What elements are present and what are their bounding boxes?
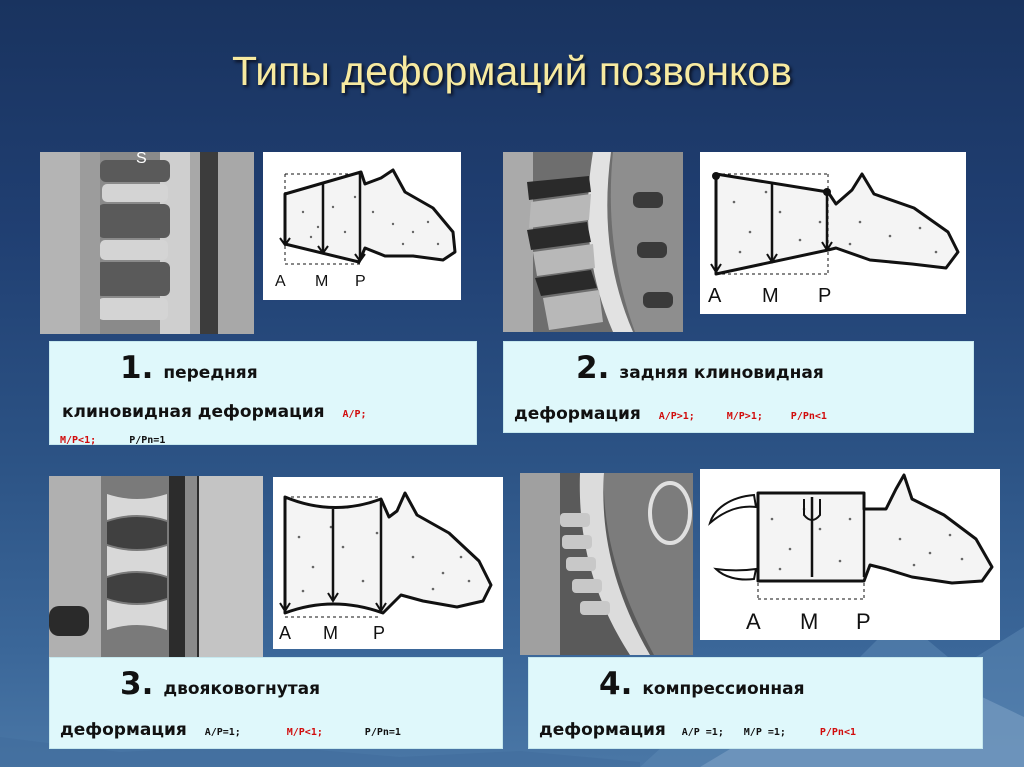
caption-box-3: 3. двояковогнутая деформация A/P=1; M/P<1… [49, 657, 503, 749]
caption-type: двояковогнутая [163, 679, 321, 699]
caption-number: 3. [120, 666, 154, 702]
caption-box-4: 4. компрессионная деформация A/P =1; M/P … [528, 657, 983, 749]
ratio-ap: A/P>1; [658, 411, 695, 422]
drawing-label-p: P [355, 273, 366, 290]
drawing-label-m: M [762, 285, 779, 307]
ratio-ppn: P/Pn=1 [364, 727, 401, 738]
ratio-mp: M/P<1; [60, 435, 97, 446]
caption-number: 4. [599, 666, 633, 702]
vertebra-drawing-4: A M P [700, 469, 1000, 640]
vertebra-drawing-2: A M P [700, 152, 966, 314]
caption-type: передняя [163, 363, 258, 383]
drawing-label-a: A [279, 623, 291, 643]
slide-title: Типы деформаций позвонков [231, 48, 793, 94]
drawing-label-m: M [800, 609, 818, 634]
caption-type: компрессионная [642, 679, 805, 699]
caption-deformation: деформация [60, 720, 187, 740]
caption-number: 2. [576, 350, 610, 386]
ratio-mp: M/P>1; [726, 411, 763, 422]
drawing-label-a: A [708, 285, 722, 307]
drawing-label-p: P [818, 285, 831, 307]
drawing-label-m: M [315, 273, 328, 290]
vertebra-drawing-3: A M P [273, 477, 503, 649]
ratio-ppn: P/Pn<1 [790, 411, 827, 422]
drawing-label-a: A [746, 609, 761, 634]
mri-image-1: S [40, 152, 254, 334]
caption-box-2: 2. задняя клиновидная деформация A/P>1; M… [503, 341, 974, 433]
ratio-ap: A/P; [342, 409, 367, 420]
vertebra-drawing-1: A M P [263, 152, 461, 300]
mri-image-3 [49, 476, 263, 658]
caption-number: 1. [120, 350, 154, 386]
ratio-mp: M/P<1; [286, 727, 323, 738]
drawing-label-p: P [373, 623, 385, 643]
caption-deformation: деформация [539, 720, 666, 740]
mri-image-4 [520, 473, 693, 655]
mri-image-2 [503, 152, 683, 332]
drawing-label-m: M [323, 623, 338, 643]
drawing-label-p: P [856, 609, 871, 634]
ratio-ap: A/P=1; [204, 727, 241, 738]
ratio-ap: A/P =1; [681, 727, 724, 738]
mri-marker: S [136, 152, 147, 167]
caption-box-1: 1. передняя клиновидная деформация A/P; M… [49, 341, 477, 446]
ratio-mp: M/P =1; [743, 727, 786, 738]
caption-deformation: деформация [514, 404, 641, 424]
caption-deformation: клиновидная деформация [62, 402, 325, 422]
caption-type: задняя клиновидная [619, 363, 824, 383]
ratio-ppn: P/Pn=1 [129, 435, 166, 446]
drawing-label-a: A [275, 273, 286, 290]
ratio-ppn: P/Pn<1 [819, 727, 856, 738]
